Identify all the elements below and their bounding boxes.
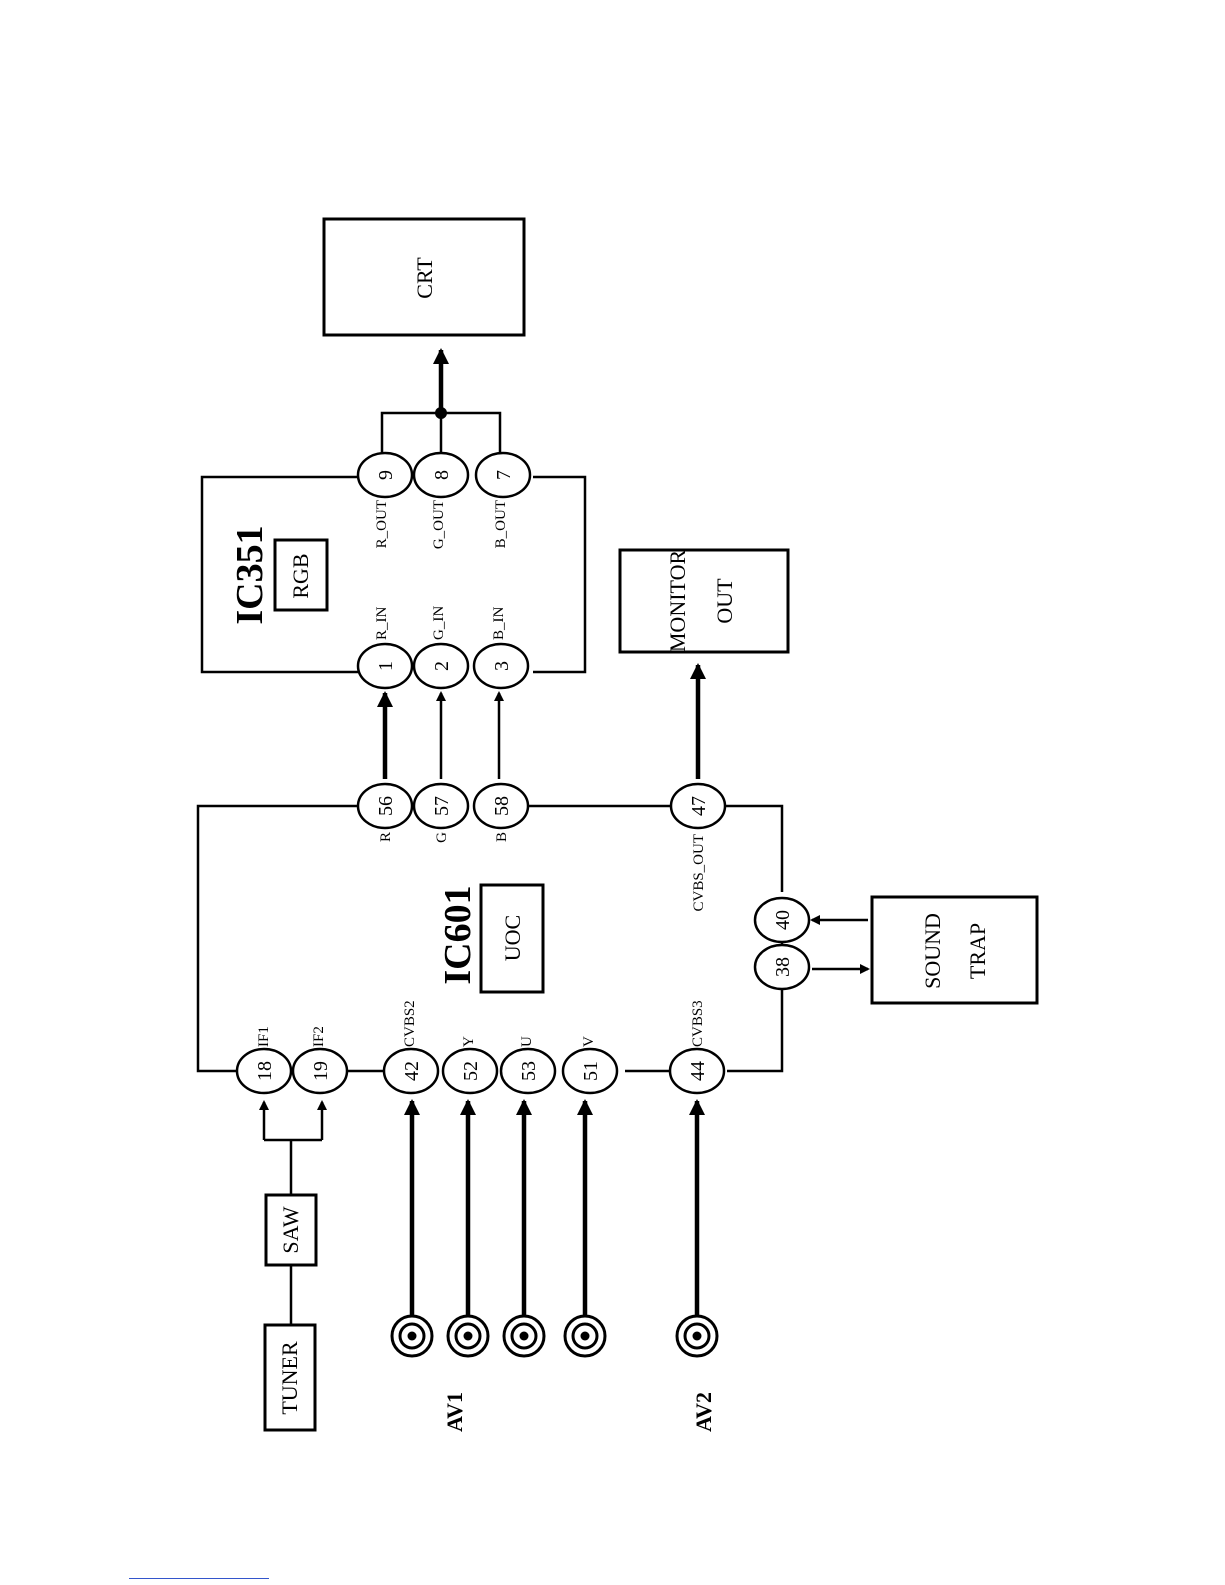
ic601-label: IC601 UOC xyxy=(437,885,543,992)
monitor-out-box: MONITOR OUT xyxy=(620,550,788,653)
pin-8: 8 xyxy=(414,453,468,497)
av1-jack-cvbs2 xyxy=(392,1101,432,1356)
pin-53: 53 xyxy=(501,1049,555,1093)
pin-7: 7 xyxy=(476,453,530,497)
pin-40: 40 xyxy=(755,898,809,942)
svg-text:8: 8 xyxy=(431,470,453,480)
av2-input: AV2 xyxy=(677,1101,717,1432)
svg-text:19: 19 xyxy=(310,1061,332,1081)
svg-text:57: 57 xyxy=(431,796,453,816)
av1-label: AV1 xyxy=(442,1392,467,1432)
svg-text:3: 3 xyxy=(491,661,513,671)
pin-38: 38 xyxy=(755,945,809,989)
pin-1: 1 xyxy=(358,644,412,688)
label-if2: IF2 xyxy=(311,1026,327,1047)
svg-text:SAW: SAW xyxy=(278,1206,303,1253)
ic351-block: IC351 RGB xyxy=(202,477,585,672)
pin-56: 56 xyxy=(358,784,412,828)
av2-label: AV2 xyxy=(691,1392,716,1432)
label-b-out: B_OUT xyxy=(493,500,509,548)
av1-inputs: AV1 xyxy=(392,1101,605,1432)
label-cvbs-out: CVBS_OUT xyxy=(691,834,707,912)
ic351-title: IC351 xyxy=(229,525,271,624)
pin-47: 47 xyxy=(671,784,725,828)
pin-9: 9 xyxy=(358,453,412,497)
label-b-in: B_IN xyxy=(491,607,507,641)
label-r-in: R_IN xyxy=(374,607,390,641)
pin-57: 57 xyxy=(414,784,468,828)
label-cvbs3: CVBS3 xyxy=(690,1000,706,1047)
svg-text:9: 9 xyxy=(375,470,397,480)
sound-trap-wiring xyxy=(812,920,868,969)
label-y: Y xyxy=(461,1036,477,1047)
label-g-out: G_OUT xyxy=(431,500,447,549)
svg-text:18: 18 xyxy=(254,1061,276,1081)
pin-2: 2 xyxy=(414,644,468,688)
rgb-label: RGB xyxy=(288,553,313,598)
av1-jack-u xyxy=(504,1101,544,1356)
label-r: R xyxy=(378,832,394,842)
svg-text:52: 52 xyxy=(460,1061,482,1081)
svg-text:1: 1 xyxy=(375,661,397,671)
svg-text:38: 38 xyxy=(772,957,794,977)
label-r-out: R_OUT xyxy=(374,500,390,548)
label-g: G xyxy=(434,832,450,843)
svg-text:58: 58 xyxy=(491,796,513,816)
svg-text:40: 40 xyxy=(772,910,794,930)
label-g-in: G_IN xyxy=(431,606,447,640)
svg-text:MONITOR: MONITOR xyxy=(665,550,690,653)
tuner-box: TUNER xyxy=(265,1325,315,1430)
svg-text:53: 53 xyxy=(518,1061,540,1081)
svg-text:CRT: CRT xyxy=(412,257,437,299)
svg-text:56: 56 xyxy=(375,796,397,816)
pin-19: 19 xyxy=(293,1049,347,1093)
svg-text:44: 44 xyxy=(687,1061,709,1081)
svg-text:SOUND: SOUND xyxy=(920,913,945,989)
pin-18: 18 xyxy=(237,1049,291,1093)
svg-text:47: 47 xyxy=(688,796,710,816)
svg-text:TUNER: TUNER xyxy=(277,1341,302,1415)
svg-text:7: 7 xyxy=(493,470,515,480)
label-if1: IF1 xyxy=(256,1026,272,1047)
ic601-title: IC601 xyxy=(437,885,479,984)
pin-51: 51 xyxy=(563,1049,617,1093)
rgb-signal-lines xyxy=(385,693,499,779)
crt-box: CRT xyxy=(324,219,524,335)
footer-underline xyxy=(129,1578,269,1579)
uoc-label: UOC xyxy=(500,915,525,961)
av1-jack-v xyxy=(565,1101,605,1356)
svg-text:2: 2 xyxy=(431,661,453,671)
av1-jack-y xyxy=(448,1101,488,1356)
svg-text:51: 51 xyxy=(580,1061,602,1081)
crt-feed xyxy=(382,350,500,452)
sound-trap-box: SOUND TRAP xyxy=(872,897,1037,1003)
svg-text:42: 42 xyxy=(401,1061,423,1081)
label-b: B xyxy=(494,832,510,842)
pin-42: 42 xyxy=(384,1049,438,1093)
label-v: V xyxy=(581,1036,597,1047)
pin-58: 58 xyxy=(474,784,528,828)
saw-box: SAW xyxy=(266,1195,316,1265)
pin-52: 52 xyxy=(443,1049,497,1093)
pin-44: 44 xyxy=(670,1049,724,1093)
pin-3: 3 xyxy=(474,644,528,688)
svg-text:OUT: OUT xyxy=(712,578,737,624)
label-cvbs2: CVBS2 xyxy=(402,1000,418,1047)
svg-text:TRAP: TRAP xyxy=(965,923,990,979)
label-u: U xyxy=(519,1036,535,1047)
